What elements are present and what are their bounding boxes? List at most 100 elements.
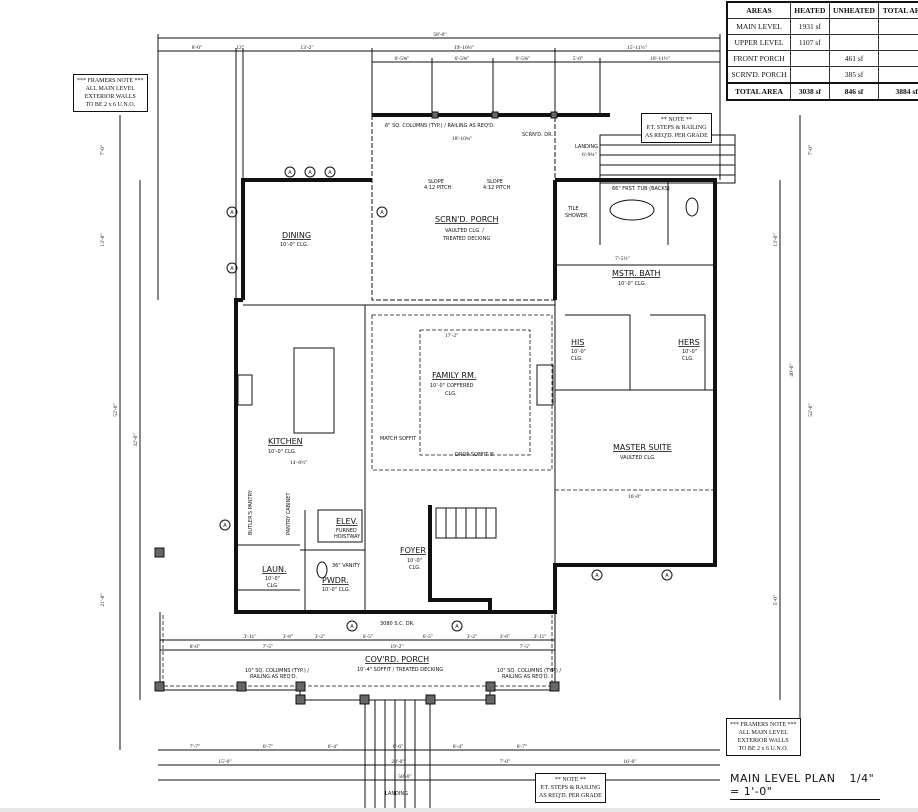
dim-top: 6'-5⅝"	[395, 56, 410, 62]
interior-walls	[236, 180, 715, 612]
svg-text:10'-0" CLG.: 10'-0" CLG.	[268, 449, 297, 455]
svg-text:CLG.: CLG.	[409, 565, 421, 571]
dim-porch: 3'-6"	[500, 634, 511, 640]
dim-right-overall: 52'-0"	[808, 403, 814, 416]
svg-text:10'-0": 10'-0"	[682, 349, 697, 355]
dim-porch: 3'-11"	[533, 634, 546, 640]
exterior-walls	[234, 113, 717, 614]
viewer-scrollbar[interactable]	[0, 808, 918, 812]
svg-text:14'-0½": 14'-0½"	[290, 459, 307, 466]
header-unheated: UNHEATED	[828, 1, 880, 19]
dim-overall-top: 58'-0"	[433, 32, 446, 38]
grid-marker-a: A	[661, 569, 673, 581]
dim-right: 5'-0"	[773, 595, 779, 606]
svg-text:10'-0": 10'-0"	[407, 558, 422, 564]
range	[237, 374, 253, 406]
room-his: HIS	[571, 338, 584, 347]
svg-text:10'-4" SOFFIT / TREATED DECKIN: 10'-4" SOFFIT / TREATED DECKING	[357, 667, 443, 673]
plan-title-text: MAIN LEVEL PLAN	[730, 772, 836, 785]
svg-text:4:12 PITCH: 4:12 PITCH	[424, 185, 452, 191]
svg-text:CLG.: CLG.	[682, 356, 694, 362]
svg-text:LANDING: LANDING	[385, 791, 408, 797]
dim-porch: 7'-5"	[520, 644, 531, 650]
dim-bottom-overall: 58'-0"	[398, 774, 411, 780]
grid-marker-a: A	[346, 620, 358, 632]
svg-text:TILE: TILE	[567, 206, 578, 212]
dim-porch: 3'-2"	[467, 634, 478, 640]
svg-text:10'-0" CLG.: 10'-0" CLG.	[322, 587, 351, 593]
stairs	[364, 134, 736, 812]
room-kitchen: KITCHEN	[268, 437, 303, 446]
toilet	[316, 561, 328, 579]
svg-text:18'-10¾": 18'-10¾"	[452, 135, 472, 142]
fireplace	[536, 364, 554, 406]
svg-text:SLOPE: SLOPE	[487, 179, 503, 185]
svg-text:6" SQ. COLUMNS (TYP.) / RAILIN: 6" SQ. COLUMNS (TYP.) / RAILING AS REQ'D…	[385, 123, 495, 129]
svg-text:SCRN'D. DR.: SCRN'D. DR.	[522, 132, 553, 138]
svg-text:A: A	[595, 573, 599, 579]
dim-top: 13'-2"	[300, 45, 313, 51]
svg-text:10'-0" CLG.: 10'-0" CLG.	[618, 281, 647, 287]
grid-marker-a: A	[219, 519, 231, 531]
svg-text:A: A	[350, 624, 354, 630]
svg-text:A: A	[288, 170, 292, 176]
svg-text:A: A	[380, 210, 384, 216]
grid-marker-a: A	[226, 262, 238, 274]
top-dimensions: 58'-0" 8'-0" 12" 13'-2" 19'-10½" 15'-11½…	[157, 32, 721, 300]
dim-top: 10'-11½"	[650, 55, 670, 62]
dim-top: 19'-10½"	[454, 44, 474, 51]
room-covered-porch: COV'RD. PORCH	[365, 655, 429, 664]
room-elevator: ELEV.	[336, 517, 358, 526]
svg-text:6'-9¾": 6'-9¾"	[582, 151, 597, 158]
svg-text:10'-0" CLG.: 10'-0" CLG.	[280, 242, 309, 248]
grid-markers: A A A A A A A A A A A	[219, 166, 673, 632]
plan-scale: 1/4" = 1'-0"	[730, 772, 875, 798]
svg-text:16'-0": 16'-0"	[628, 494, 641, 500]
dim-bottom: 6'-7"	[263, 744, 274, 750]
grid-marker-a: A	[284, 166, 296, 178]
screened-porch-columns	[431, 111, 558, 119]
room-hers: HERS	[678, 338, 700, 347]
svg-text:36" VANITY: 36" VANITY	[332, 563, 361, 569]
areas-table: AREAS HEATED UNHEATED TOTAL AREA MAIN LE…	[726, 1, 918, 101]
svg-text:7'-5½": 7'-5½"	[615, 255, 630, 262]
dim-bottom: 20'-0"	[391, 759, 404, 765]
svg-text:HOISTWAY: HOISTWAY	[334, 534, 361, 540]
svg-text:10'-0": 10'-0"	[571, 349, 586, 355]
header-total: TOTAL AREA	[878, 1, 918, 19]
room-labels: DINING 10'-0" CLG. 6" SQ. COLUMNS (TYP.)…	[245, 123, 700, 797]
room-scrn-porch: SCRN'D. PORCH	[435, 215, 499, 224]
svg-text:VAULTED CLG.: VAULTED CLG.	[620, 455, 656, 461]
dim-bottom: 6'-7"	[517, 744, 528, 750]
kitchen-island	[293, 347, 335, 434]
toilet	[685, 197, 699, 217]
dim-porch: 19'-2"	[390, 644, 403, 650]
dim-porch: 3'-2"	[315, 634, 326, 640]
svg-text:66" FRST. TUB (BACKS): 66" FRST. TUB (BACKS)	[612, 186, 670, 192]
svg-text:10" SQ. COLUMNS (TYP.) /: 10" SQ. COLUMNS (TYP.) /	[245, 668, 309, 674]
dim-top: 15'-11½"	[627, 44, 647, 51]
dim-bottom: 6'-4"	[328, 744, 339, 750]
dim-left: 21'-0"	[100, 593, 106, 606]
svg-text:CLG.: CLG.	[445, 391, 457, 397]
grid-marker-a: A	[451, 620, 463, 632]
svg-text:A: A	[230, 210, 234, 216]
svg-text:MATCH SOFFIT: MATCH SOFFIT	[380, 436, 417, 442]
room-mstr-bath: MSTR. BATH	[612, 269, 660, 278]
svg-text:LANDING: LANDING	[575, 144, 598, 150]
svg-text:DROP SOFFIT 8': DROP SOFFIT 8'	[455, 452, 494, 458]
room-dining: DINING	[282, 231, 311, 240]
dim-bottom: 7'-0"	[500, 759, 511, 765]
grid-marker-a: A	[226, 206, 238, 218]
room-powder: PWDR.	[322, 576, 349, 585]
dim-bottom: 15'-0"	[218, 759, 231, 765]
svg-text:4:12 PITCH: 4:12 PITCH	[483, 185, 511, 191]
grid-marker-a: A	[324, 166, 336, 178]
dim-left: 7'-0"	[100, 145, 106, 156]
dim-left-overall: 52'-0"	[113, 403, 119, 416]
